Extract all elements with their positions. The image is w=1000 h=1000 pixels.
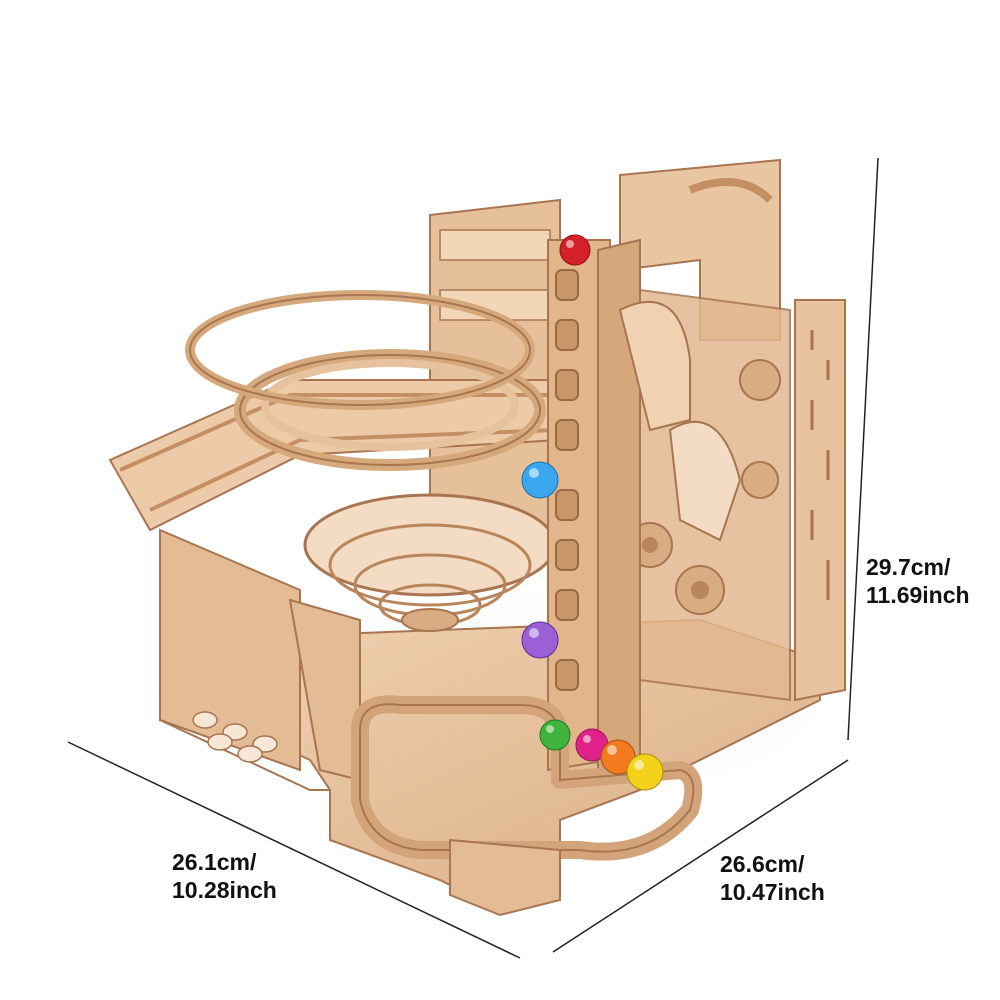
- bottom-track: [351, 695, 703, 861]
- marble-purple: [521, 621, 559, 659]
- gear-icon: [627, 359, 781, 615]
- marble-green: [539, 719, 571, 751]
- spiral-funnel: [303, 493, 557, 632]
- width-left-dimension-line: [67, 741, 521, 959]
- marble-blue: [521, 461, 559, 499]
- width-right-inch: 10.47inch: [720, 879, 825, 905]
- marbles: [521, 234, 664, 791]
- width-right-dimension-label: 26.6cm/ 10.47inch: [720, 850, 825, 906]
- height-dimension-line: [847, 157, 879, 741]
- width-right-cm: 26.6cm/: [720, 851, 805, 877]
- width-right-dimension-line: [552, 759, 849, 953]
- height-cm: 29.7cm/: [866, 554, 951, 580]
- width-left-cm: 26.1cm/: [172, 849, 257, 875]
- marble-red: [559, 234, 591, 266]
- height-inch: 11.69inch: [866, 582, 970, 608]
- width-left-dimension-label: 26.1cm/ 10.28inch: [172, 848, 277, 904]
- width-left-inch: 10.28inch: [172, 877, 277, 903]
- marble-run-model: [108, 158, 846, 917]
- marble-yellow: [626, 753, 664, 791]
- height-dimension-label: 29.7cm/ 11.69inch: [866, 553, 970, 609]
- chain-lift: [547, 238, 691, 772]
